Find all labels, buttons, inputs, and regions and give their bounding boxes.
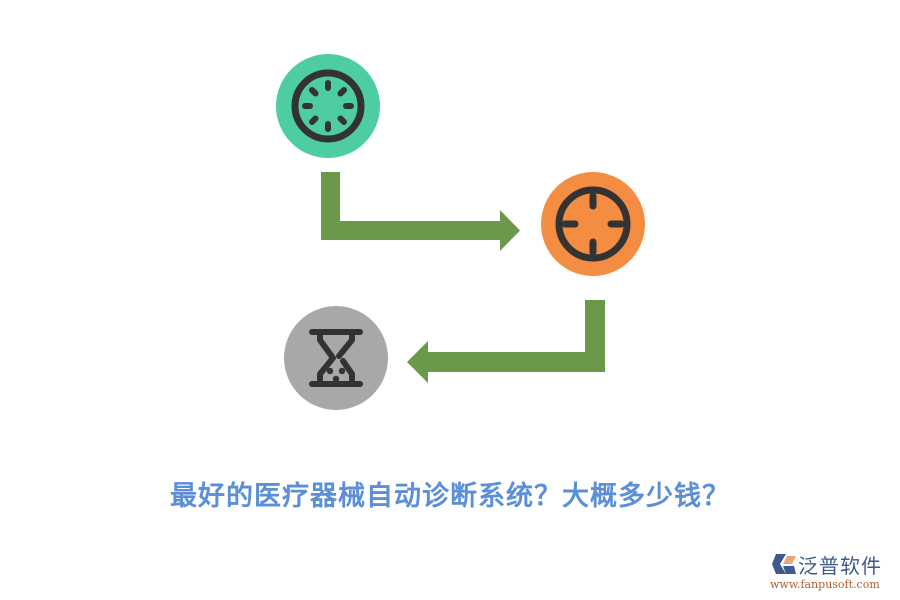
hourglass-node [284,306,388,410]
loading-node [276,54,380,158]
right-arrow-icon [321,172,520,251]
hourglass-icon [309,329,363,387]
brand-logo: 泛普软件 www.fanpusoft.com [768,550,898,598]
loading-spinner-icon [291,69,365,143]
crosshair-target-icon [555,186,631,262]
target-node [541,172,645,276]
logo-name: 泛普软件 [798,554,882,578]
logo-url: www.fanpusoft.com [770,578,880,591]
fanpu-logo-icon [772,554,796,574]
page-title: 最好的医疗器械自动诊断系统？大概多少钱？ [170,481,730,512]
left-arrow-icon [407,300,605,383]
